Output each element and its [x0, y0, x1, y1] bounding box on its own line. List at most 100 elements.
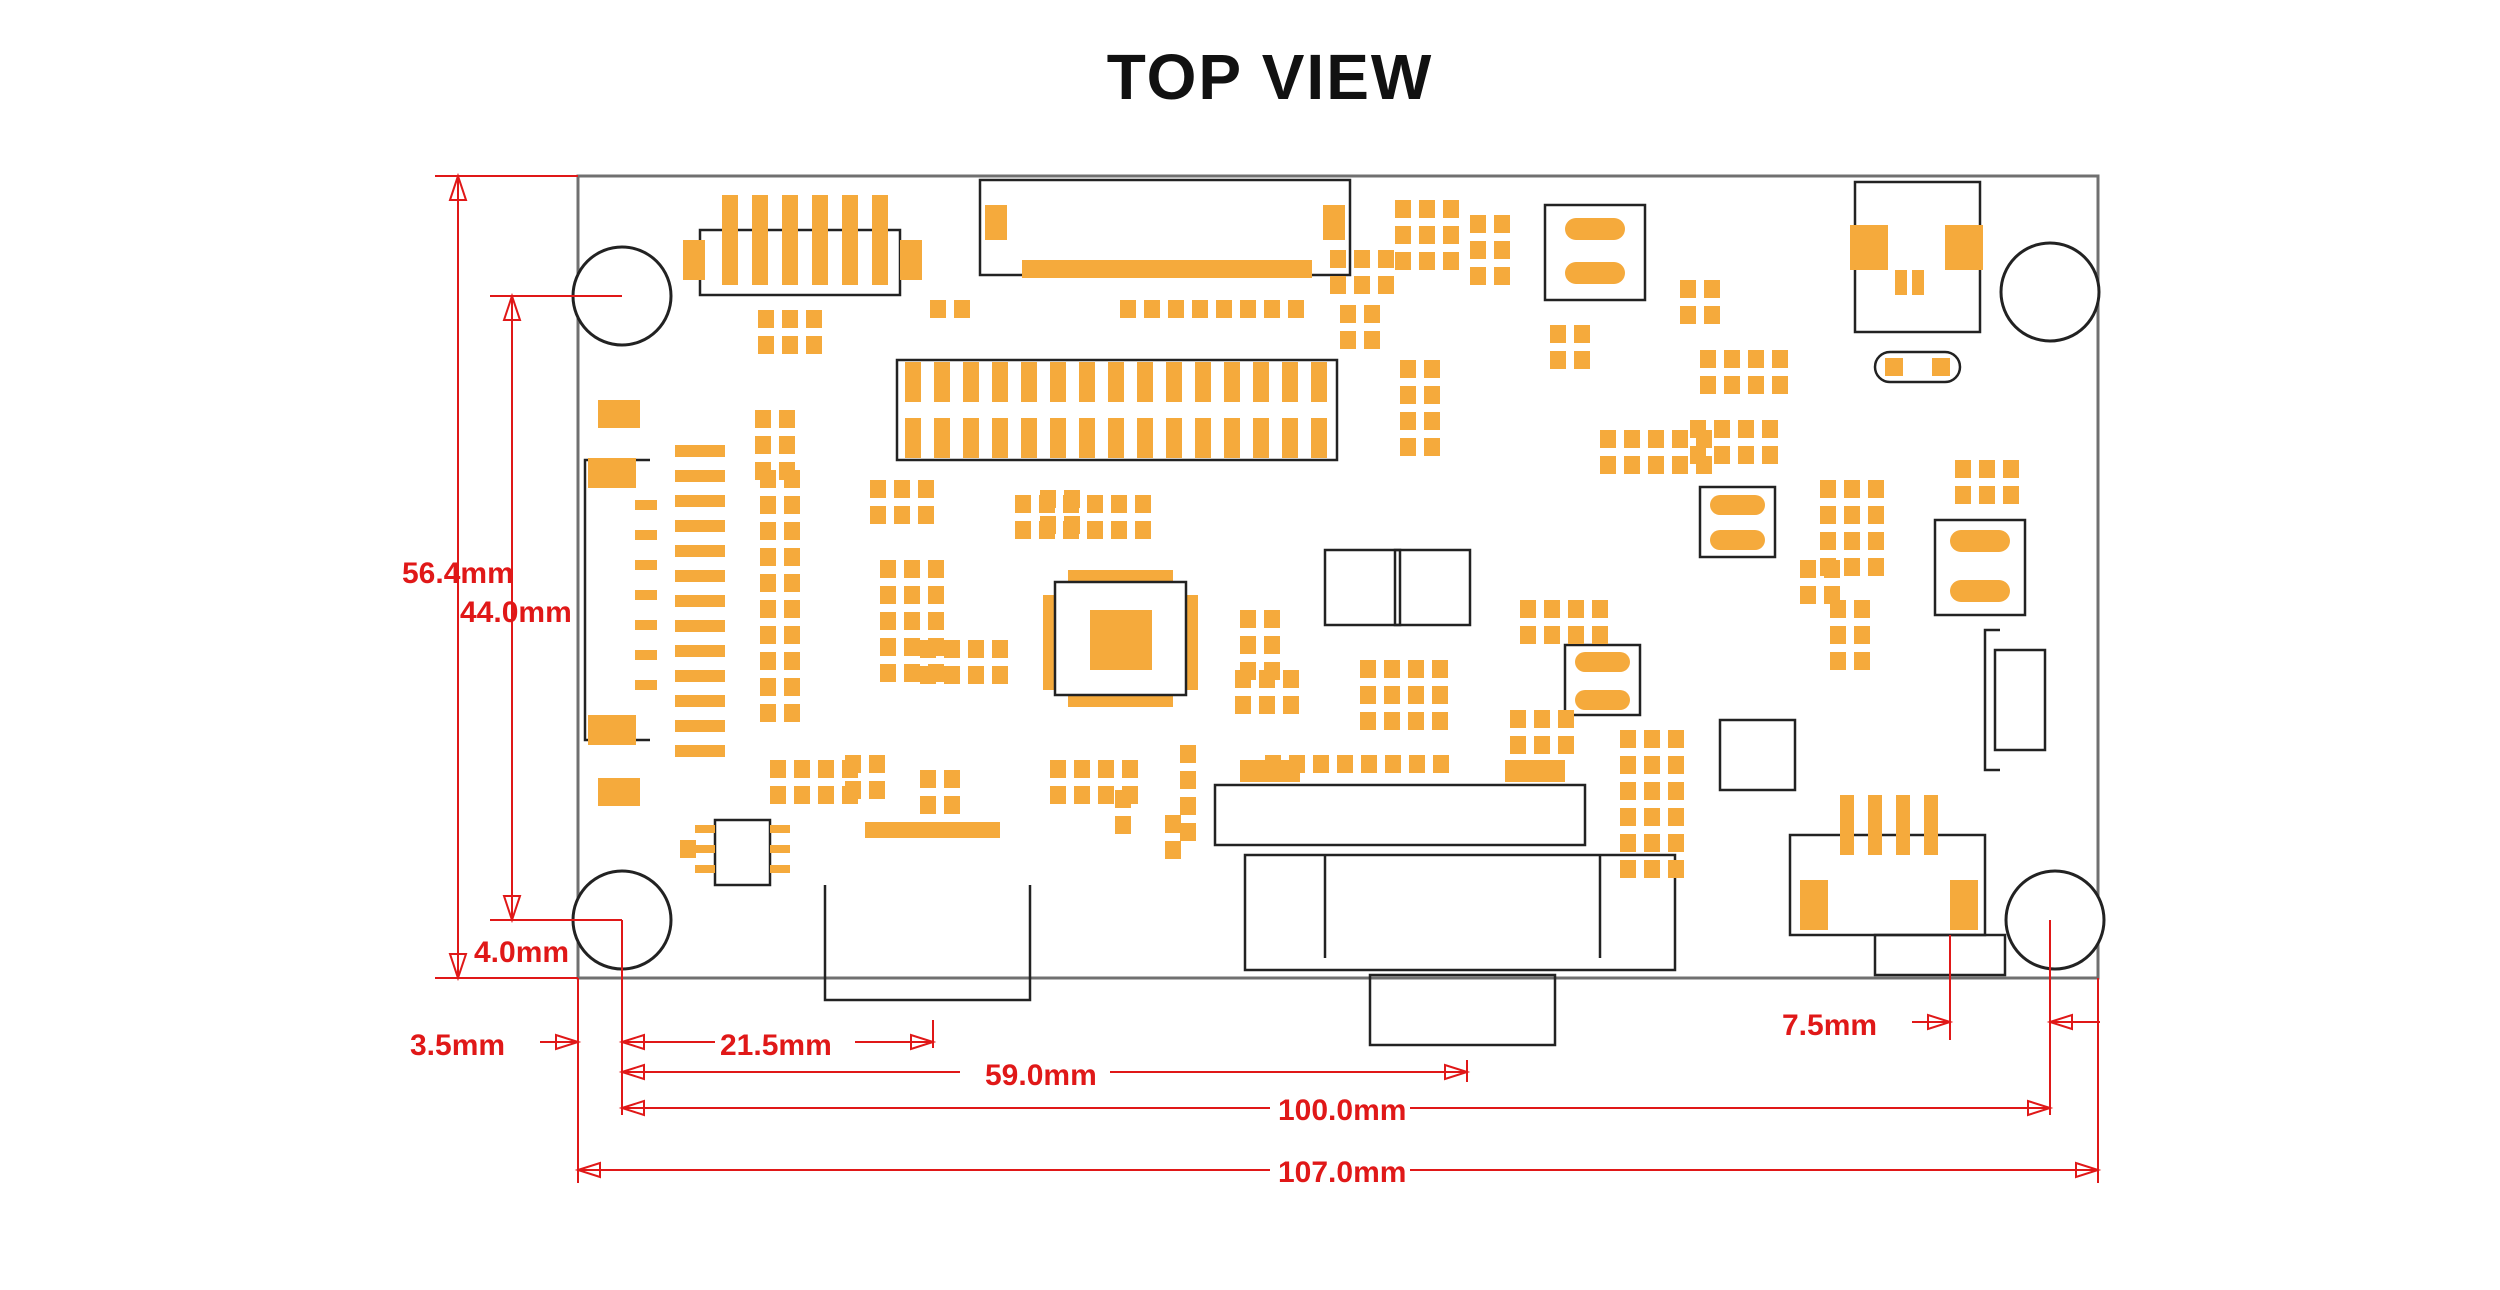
smd-pad	[1264, 300, 1280, 318]
smd-pad	[755, 410, 771, 428]
smd-pad	[1844, 558, 1860, 576]
smd-pad	[1714, 446, 1730, 464]
smd-pad	[1520, 626, 1536, 644]
top-fpc-connector	[978, 178, 1352, 278]
smd-pad	[1830, 600, 1846, 618]
smd-pad	[1074, 760, 1090, 778]
smd-pad	[880, 586, 896, 604]
smd-pad	[1762, 446, 1778, 464]
smd-pad	[1672, 456, 1688, 474]
dim-hole-offset-left: 3.5mm	[410, 1029, 505, 1062]
smd-pad	[1408, 660, 1424, 678]
smd-pad	[1240, 610, 1256, 628]
smd-pad	[1361, 755, 1377, 773]
smd-pad	[1724, 376, 1740, 394]
smd-pad	[944, 666, 960, 684]
power-inductors	[1543, 203, 2027, 717]
smd-pad	[1165, 841, 1181, 859]
smd-pad	[1534, 736, 1550, 754]
smd-pad	[1289, 755, 1305, 773]
smd-pad	[818, 760, 834, 778]
smd-pad	[1108, 362, 1124, 402]
smd-pad	[1224, 418, 1240, 458]
smd-pad	[1868, 558, 1884, 576]
smd-pad	[1574, 351, 1590, 369]
smd-pad	[2003, 486, 2019, 504]
smd-pad	[1115, 816, 1131, 834]
smd-pad	[1510, 710, 1526, 728]
smd-pad	[1360, 686, 1376, 704]
smd-pad	[1235, 696, 1251, 714]
smd-pad	[992, 666, 1008, 684]
smd-pad	[760, 522, 776, 540]
smd-pad	[1534, 710, 1550, 728]
smd-pad	[1432, 712, 1448, 730]
smd-pad	[845, 755, 861, 773]
smd-pad	[904, 664, 920, 682]
smd-pad	[784, 522, 800, 540]
smd-pad	[1550, 325, 1566, 343]
smd-pad	[1384, 712, 1400, 730]
smd-pad	[918, 506, 934, 524]
smd-pad	[1192, 300, 1208, 318]
smd-pad	[779, 410, 795, 428]
smd-pad	[1979, 460, 1995, 478]
smd-pad	[1340, 305, 1356, 323]
smd-pad	[1424, 386, 1440, 404]
smd-pad	[1620, 756, 1636, 774]
smd-pad	[918, 480, 934, 498]
smd-pad	[784, 600, 800, 618]
smd-pad	[1264, 636, 1280, 654]
smd-pad	[760, 470, 776, 488]
smd-pad	[1282, 418, 1298, 458]
dim-power-offset: 7.5mm	[1782, 1009, 1877, 1042]
smd-pad	[904, 638, 920, 656]
smd-pad	[1494, 267, 1510, 285]
smd-pad	[1568, 600, 1584, 618]
smd-pad	[1748, 350, 1764, 368]
smd-pad	[1600, 456, 1616, 474]
smd-pad	[1364, 331, 1380, 349]
smd-pad	[755, 436, 771, 454]
smd-pad	[1021, 418, 1037, 458]
smd-pad	[784, 496, 800, 514]
smd-pad	[944, 640, 960, 658]
smd-pad	[934, 362, 950, 402]
smd-pad	[1592, 626, 1608, 644]
smd-pad	[1240, 636, 1256, 654]
smd-pad	[758, 336, 774, 354]
smd-pad	[894, 480, 910, 498]
smd-pad	[1624, 430, 1640, 448]
smd-pad	[1668, 730, 1684, 748]
smd-pad	[1168, 300, 1184, 318]
smd-pad	[1955, 486, 1971, 504]
top-left-header	[683, 195, 922, 297]
smd-pad	[1400, 438, 1416, 456]
smd-pad	[1050, 760, 1066, 778]
smd-pad	[760, 626, 776, 644]
smd-pad	[1600, 430, 1616, 448]
smd-pad	[1050, 418, 1066, 458]
smd-pad	[782, 336, 798, 354]
smd-pad	[1680, 280, 1696, 298]
smd-pad	[1385, 755, 1401, 773]
smd-pad	[1443, 226, 1459, 244]
smd-pad	[1311, 362, 1327, 402]
smd-pad	[758, 310, 774, 328]
smd-pad	[870, 480, 886, 498]
smd-pad	[784, 652, 800, 670]
smd-pad	[1424, 360, 1440, 378]
smd-pad	[1830, 652, 1846, 670]
smd-pad	[1724, 350, 1740, 368]
smd-pad	[1738, 446, 1754, 464]
smd-pad	[968, 640, 984, 658]
mounting-holes	[571, 241, 2106, 971]
smd-pad	[1360, 712, 1376, 730]
smd-pad	[1360, 660, 1376, 678]
smd-pad	[1820, 506, 1836, 524]
smd-pad	[1470, 215, 1486, 233]
smd-components	[680, 200, 2019, 878]
smd-pad	[806, 336, 822, 354]
smd-pad	[1098, 760, 1114, 778]
smd-pad	[1282, 362, 1298, 402]
